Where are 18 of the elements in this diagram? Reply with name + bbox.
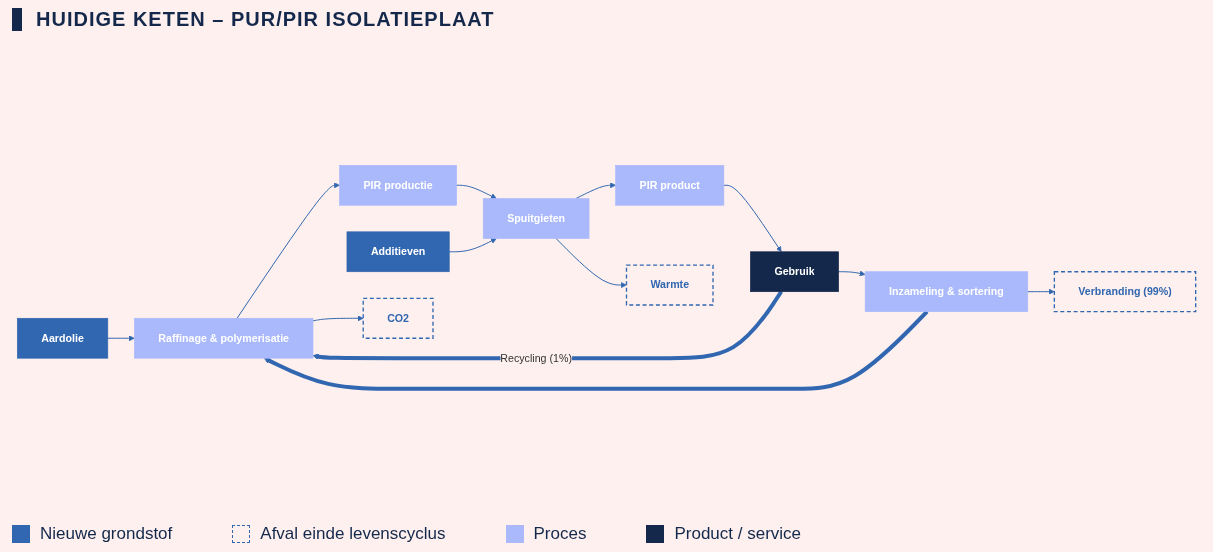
- legend-label: Nieuwe grondstof: [40, 524, 173, 544]
- node-box: PIR product: [615, 165, 725, 206]
- node-box: Spuitgieten: [482, 198, 590, 240]
- node-box: PIR productie: [339, 165, 457, 206]
- legend-label: Afval einde levenscyclus: [260, 524, 446, 544]
- node-box: Gebruik: [750, 251, 839, 293]
- node-box: CO2: [362, 298, 434, 340]
- edge-label: Recycling (1%): [500, 352, 572, 364]
- legend-label: Product / service: [674, 524, 802, 544]
- diagram-title: HUIDIGE KETEN – PUR/PIR ISOLATIEPLAAT: [12, 8, 495, 31]
- node-box: Additieven: [346, 231, 450, 273]
- arrow: [448, 238, 497, 253]
- legend-label: Proces: [533, 524, 587, 544]
- node-box: Verbranding (99%): [1053, 271, 1197, 313]
- node-box: Aardolie: [17, 318, 109, 359]
- node-box: Warmte: [625, 264, 714, 307]
- node-box: Raffinage & polymerisatie: [134, 318, 314, 359]
- node-box: Inzameling & sortering: [864, 271, 1029, 313]
